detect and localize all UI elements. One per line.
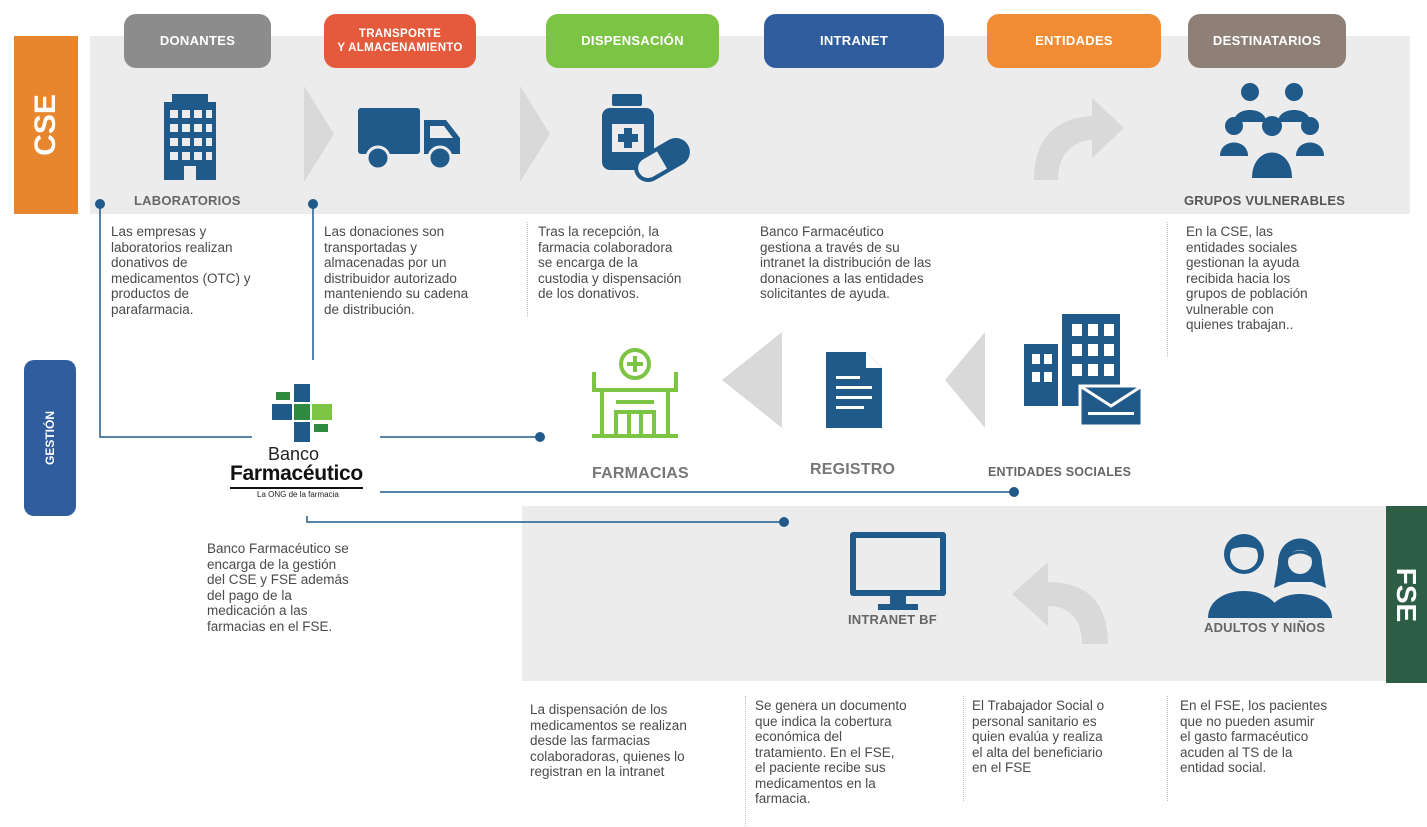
divider: [745, 696, 746, 826]
chevron-arrow-2: [520, 86, 550, 182]
text-gestion: Banco Farmacéutico se encarga de la gest…: [207, 541, 349, 634]
header-dispensacion: DISPENSACIÓN: [546, 14, 719, 68]
text-laboratorios: Las empresas y laboratorios realizan don…: [111, 224, 251, 317]
logo-line-2: Farmacéutico: [230, 462, 363, 489]
logo-tagline: La ONG de la farmacia: [257, 490, 339, 499]
label-registro: REGISTRO: [810, 461, 896, 478]
text-fse-documento: Se genera un documento que indica la cob…: [755, 698, 907, 806]
medicine-icon: [602, 94, 690, 182]
monitor-icon: [850, 532, 946, 610]
header-intranet: INTRANET: [764, 14, 944, 68]
text-transporte: Las donaciones son transportadas y almac…: [324, 224, 469, 317]
text-fse-pacientes: En el FSE, los pacientes que no pueden a…: [1180, 698, 1328, 775]
building-icon: [164, 94, 216, 180]
header-transporte: TRANSPORTE Y ALMACENAMIENTO: [324, 14, 476, 68]
buildings-icon: [1024, 314, 1144, 428]
label-farmacias: FARMACIAS: [592, 465, 689, 482]
label-grupos-vulnerables: GRUPOS VULNERABLES: [1184, 193, 1346, 208]
divider: [963, 696, 964, 801]
left-arrow-2: [945, 332, 985, 428]
text-dispensacion: Tras la recepción, la farmacia colaborad…: [538, 224, 682, 301]
label-intranet-bf: INTRANET BF: [848, 612, 937, 627]
cse-side-label: CSE: [14, 36, 78, 214]
left-arrow-1: [722, 332, 782, 428]
curved-arrow-icon: [1034, 98, 1124, 180]
document-icon: [826, 352, 882, 428]
fse-side-label: FSE: [1386, 506, 1427, 683]
chevron-arrow-1: [304, 86, 334, 182]
label-entidades-sociales: ENTIDADES SOCIALES: [988, 465, 1132, 479]
divider: [527, 222, 528, 317]
divider: [1167, 696, 1168, 801]
text-fse-trabajador-social: El Trabajador Social o personal sanitari…: [972, 698, 1105, 775]
pharmacy-icon: [592, 348, 678, 438]
gestion-side-label: GESTIÓN: [24, 360, 76, 516]
header-donantes: DONANTES: [124, 14, 271, 68]
people-group-icon: [1220, 83, 1324, 178]
divider: [1167, 222, 1168, 357]
header-destinatarios: DESTINATARIOS: [1188, 14, 1346, 68]
label-adultos-ninos: ADULTOS Y NIÑOS: [1204, 620, 1326, 635]
label-laboratorios: LABORATORIOS: [134, 193, 241, 208]
adults-children-icon: [1208, 534, 1332, 618]
banco-farmaceutico-logo-icon: [272, 384, 332, 442]
text-destinatarios: En la CSE, las entidades sociales gestio…: [1186, 224, 1308, 332]
header-entidades: ENTIDADES: [987, 14, 1161, 68]
text-fse-dispensacion: La dispensación de los medicamentos se r…: [530, 702, 687, 779]
fse-band: [522, 506, 1410, 681]
text-intranet: Banco Farmacéutico gestiona a través de …: [760, 224, 932, 301]
logo-line-1: Banco: [268, 444, 320, 464]
curved-return-arrow-icon: [1012, 562, 1108, 644]
truck-icon: [358, 108, 460, 171]
